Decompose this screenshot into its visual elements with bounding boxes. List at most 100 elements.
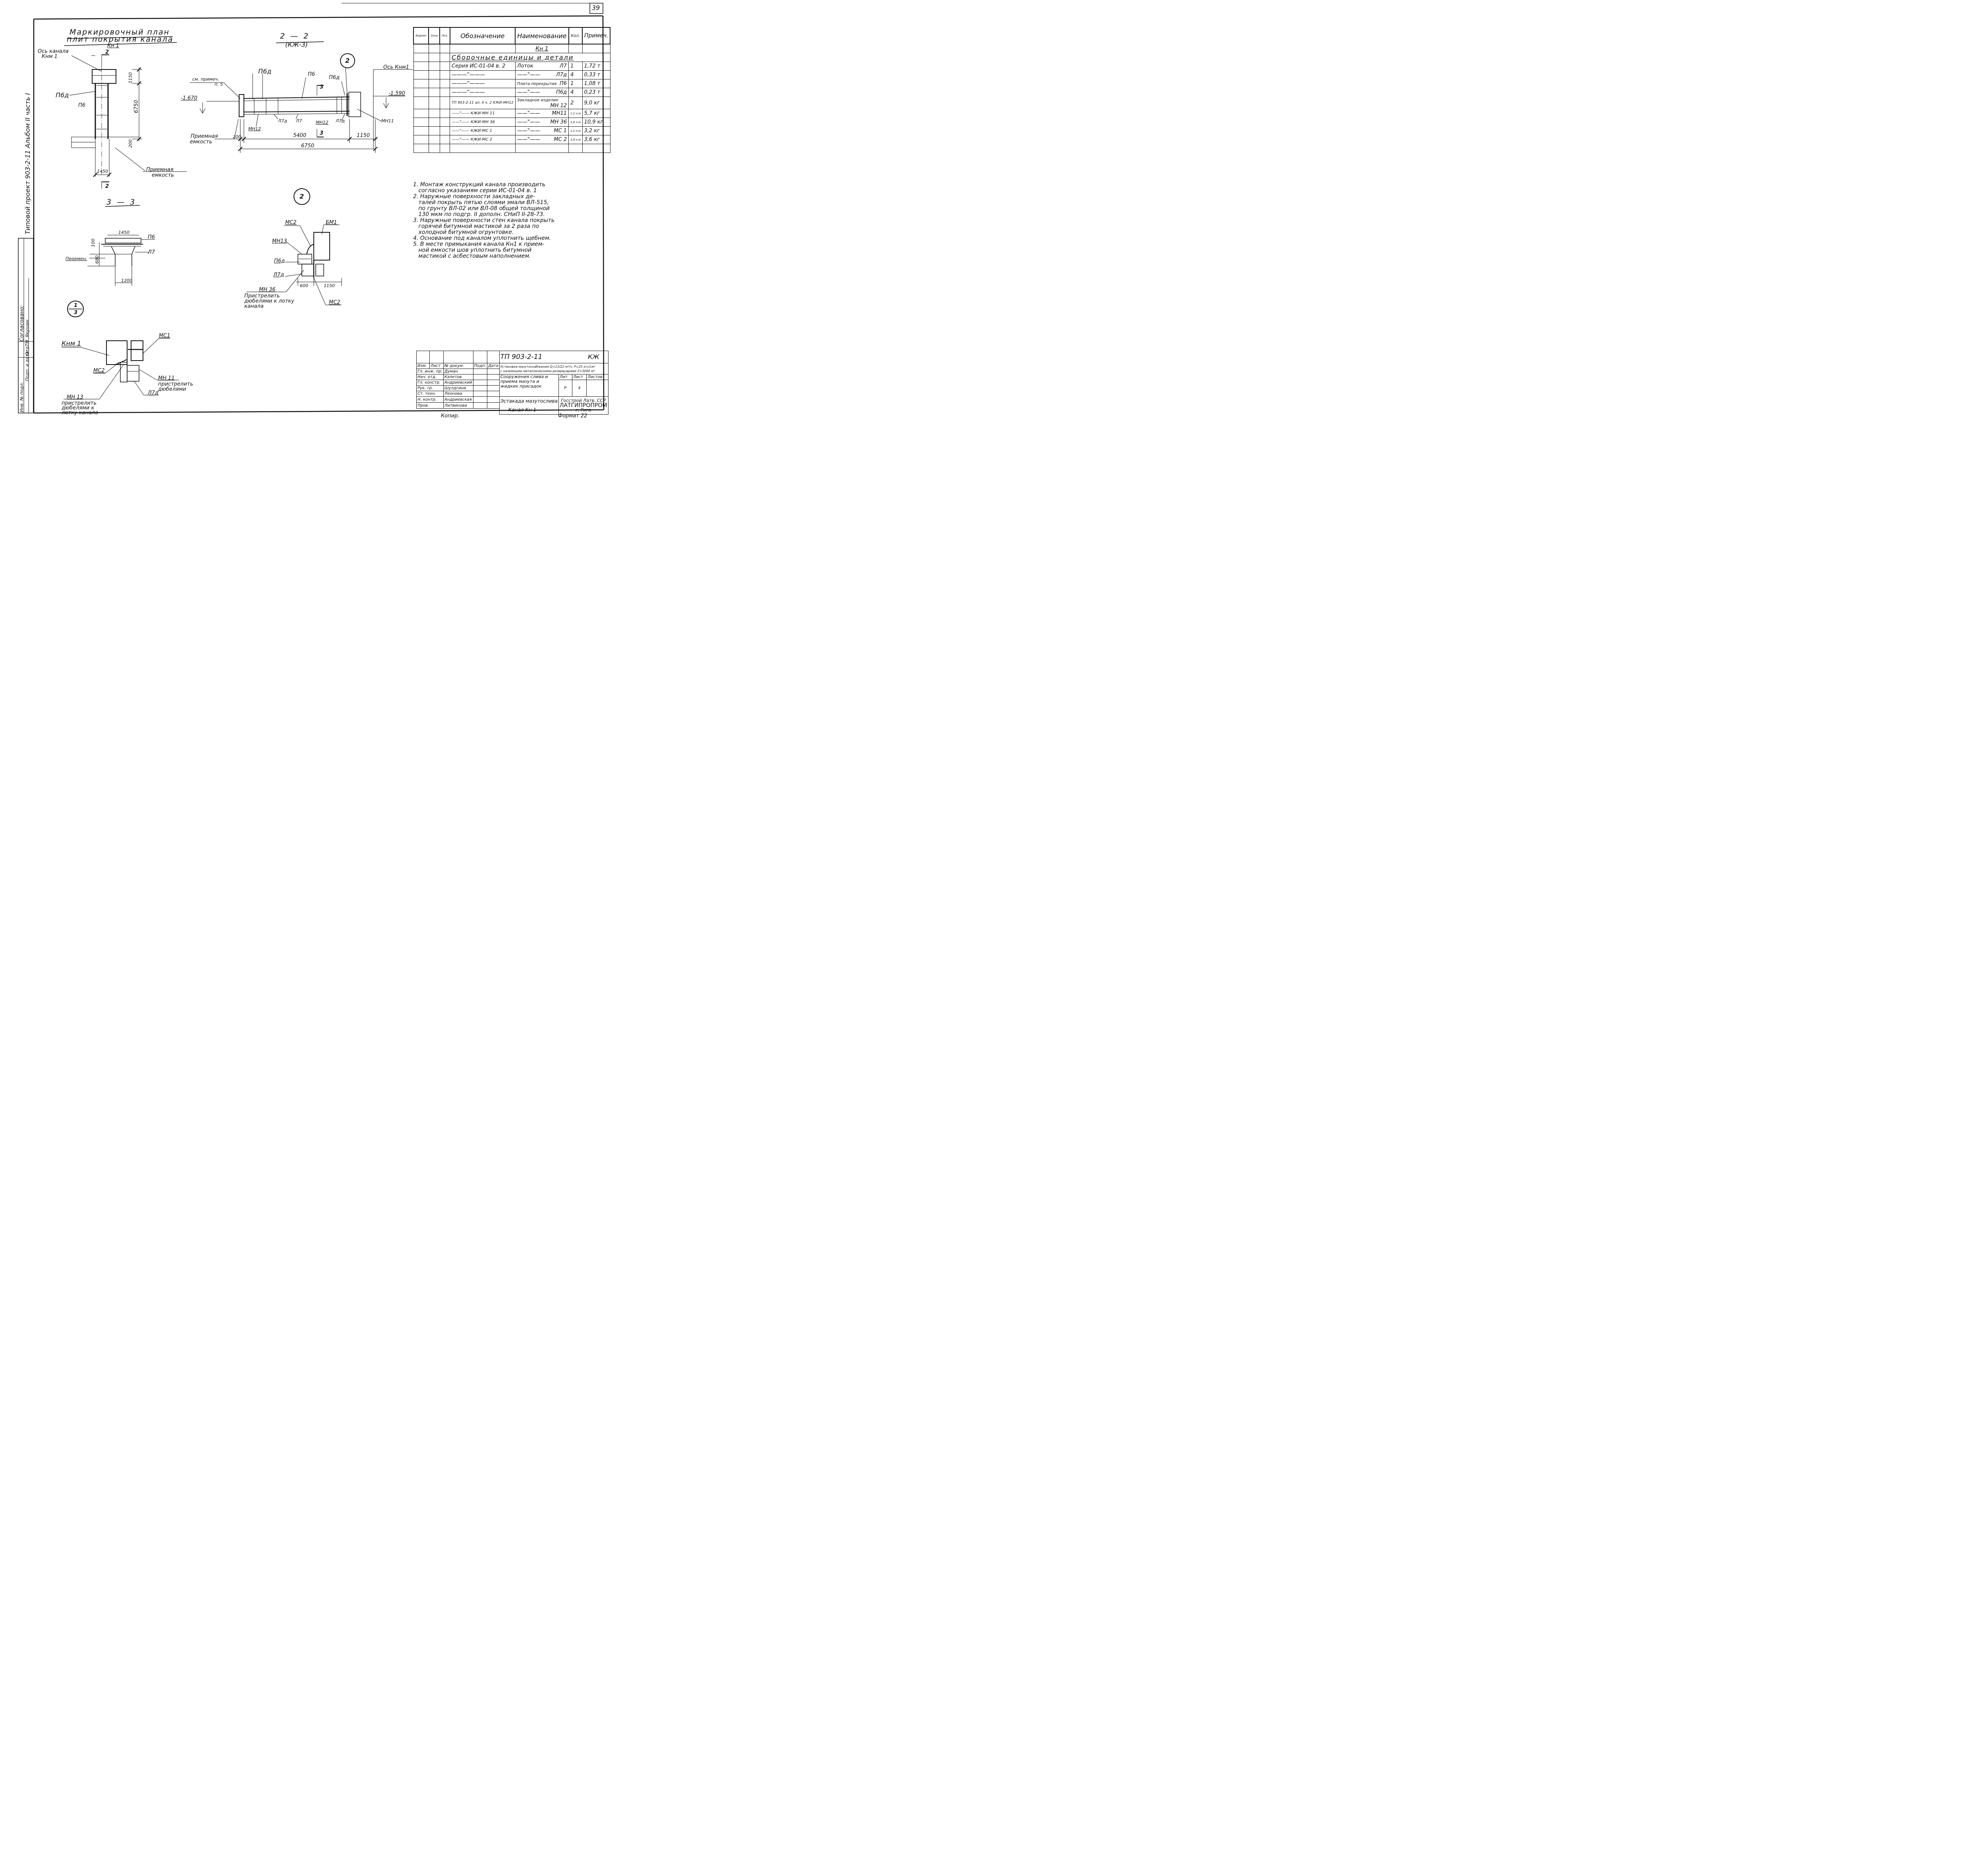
spec-header-designation: Обозначение [449,27,516,44]
tb-org-2: ЛАТГИПРОПРОМ [559,402,607,409]
tb-header-sign: Подп. [473,363,487,369]
spec-row-qty: 2 [568,97,583,109]
spec-row-designation: ——"—— КЖИ-МС 1 [450,126,516,135]
spec-row-designation: ——"—— КЖИ-МН 11 [450,109,516,118]
node13-mn13: МН 13 [67,394,83,400]
spec-row-name: Закладное изделие [517,98,558,102]
tb-name: Шулдгина [443,385,473,391]
note-line: 3. Наружные поверхности стен канала покр… [413,217,555,224]
note-ref-1: см. примеч. [192,77,219,82]
note-line: горячей битумной мастикой за 2 раза по [413,223,539,230]
s22-dim-5400: 5400 [293,133,307,139]
table-row: ——"—— КЖИ-МН 11 ——"——МН11 1,2 п.м 5,7 кг [413,109,610,118]
tb-stage-header: Лит [558,374,572,380]
tb-sheet-header: Лист [572,374,587,380]
s33-dim-1200: 1200 [121,278,132,283]
general-notes: 1. Монтаж конструкций канала производить… [413,182,554,259]
node2-note-3: канала [244,303,264,309]
tb-sheet: 4 [572,380,587,397]
drawing-sheet: { "sheet_number": "39", "side_label": "Т… [0,0,623,422]
node2-dim-1150: 1150 [324,283,335,288]
approval-sign-date: Подп. и дата [25,351,30,381]
marking-plan-title-2: плит покрытия канала [67,35,174,44]
node13-mn11: МН 11 [158,375,175,381]
node2-note-1: Пристрелить [244,293,280,299]
node2-mn36: МН 36 [259,287,276,293]
s22-section-mark-bottom: 3 [320,130,324,136]
approval-title: Согласовано: [19,305,25,342]
spec-row-note: 3,2 кг [582,126,610,135]
tb-name: Андриевский [443,380,473,386]
spec-row-qty: 2,8 п.м [568,118,583,127]
tb-name: Думан [443,369,473,374]
spec-row-mark: МН 36 [550,119,567,125]
marking-plan-title-1: Маркировочный план [70,28,170,37]
note-line: 2. Наружные поверхности закладных де- [413,193,535,200]
note-line: по грунту ВЛ-02 или ВЛ-08 общей толщиной [413,205,550,212]
s22-mn12-left: МН12 [248,126,261,131]
node13-mn13-note-3: лотку канала [62,410,99,416]
node13-l7d: Л7д [148,390,159,396]
tb-name: Литвинова [443,402,473,409]
s22-dim-1150: 1150 [357,133,370,139]
node13-mn13-note-1: пристрелить [62,400,97,406]
s22-dim-6750: 6750 [301,143,315,149]
tb-name: Калетов [443,374,473,380]
spec-section: Сборочные единицы и детали [450,53,610,62]
plan-dim-1450: 1450 [97,169,108,174]
note-line: 1. Монтаж конструкций канала производить [413,181,546,188]
spec-row-note: 3,6 кг [582,135,610,144]
spec-row-note: 10,9 кг [582,118,610,127]
tb-header-sheet: Лист [429,363,444,369]
axis-label-2: Кнм 1 [42,54,58,60]
spec-row-name: ——"—— [517,128,540,134]
specification-table: Формат Зона Поз. Обозначение Наименовани… [413,27,611,153]
node13-mn13-note-2: дюбелями к [62,405,95,411]
spec-header-note: Примеч. [582,27,611,44]
spec-row-designation: ———"——— [450,79,516,88]
tb-drawing-name-2: Канал Кн 1 [508,407,537,413]
table-row: ——"—— КЖИ-МС 2 ——"——МС 2 2,8 п.м 3,6 кг [413,135,610,144]
spec-row-qty: 1 [568,62,583,71]
tb-role: Рук. гр. [416,385,444,391]
node13-callout-top: 1 [74,303,78,309]
spec-row-mark: МН 12 [550,103,567,109]
note-line: ной емкости шов уплотнить битумной [413,247,532,253]
spec-row-qty: 1,2 п.м [568,109,583,118]
tb-stage: Р [558,380,572,397]
note-line: 130 мкм по подгр. II дополн. СНиП II-28-… [413,211,545,218]
s33-l7: Л7 [148,249,155,255]
tb-org-3: г. Рига [576,407,591,413]
spec-header-name: Наименование [515,27,569,44]
plan-dim-200: 200 [128,139,133,148]
s22-mn11: МН11 [381,118,394,124]
spec-row-mark: МС 2 [554,137,567,143]
note-line: мастикой с асбестовым наполнением. [413,253,531,259]
s22-l7d-right: Л7д [336,118,345,124]
s22-p6d-right: П6д [329,75,340,81]
spec-group: Кн 1 [515,44,569,53]
tb-project-title-1: Установка мазутоснабжения Q=13/22 м³/ч, … [500,365,595,369]
node13-mn11-note-1: пристрелить [158,381,193,387]
plan-dim-6750: 6750 [133,100,139,113]
table-row: ——"—— КЖИ-МС 1 ——"——МС 1 1,2 п.м 3,2 кг [413,126,610,135]
tb-header-doc: № докум. [443,363,473,369]
title-block-stage-code: КЖ [587,353,599,361]
axis-label-1: Ось канала [38,48,69,54]
tb-header-date: Дата [487,363,500,369]
spec-row-qty: 1 [568,79,583,88]
tb-project-title-2: с наземными металлическими резервуарами … [500,369,595,373]
spec-row-designation: ——"—— КЖИ-МС 2 [450,135,516,144]
spec-row-note: 0,23 т [582,88,610,97]
node2-p6d: П6д [274,258,285,264]
footer-format: Формат 22 [558,413,587,419]
spec-header-qty: Кол. [568,27,583,44]
node2-dim-600: 600 [300,283,308,288]
tb-role: Гл. констр. [416,380,444,386]
spec-row-designation: ТП 903-2-11 ал. II ч. 2 КЖИ-МН12 [450,97,516,109]
spec-row-note: 1,72 т [582,62,610,71]
plan-dim-1150: 1150 [128,72,133,83]
table-row: ———"——— ——"——П6д 4 0,23 т [413,88,610,97]
section-mark-top: 2 [105,49,109,55]
spec-row-qty: 4 [568,70,583,79]
